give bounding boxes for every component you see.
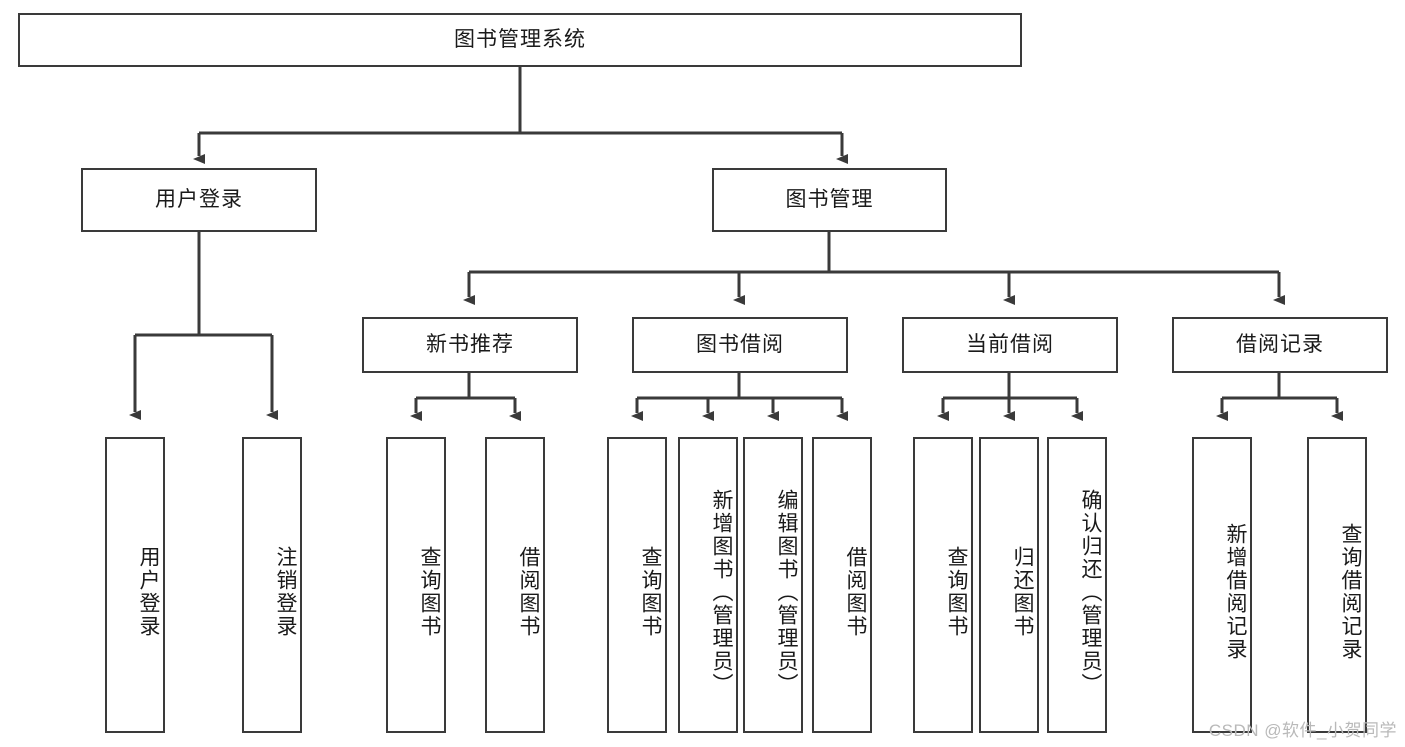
node-label: 归还图书 xyxy=(1011,546,1034,638)
node-book-management[interactable]: 图书管理 xyxy=(712,168,947,232)
node-label: 借阅图书 xyxy=(844,546,867,638)
node-leaf-add-book[interactable]: 新增图书（管理员） xyxy=(678,437,738,733)
node-label: 图书管理系统 xyxy=(454,28,586,52)
node-user-login[interactable]: 用户登录 xyxy=(81,168,317,232)
watermark: CSDN @软件_小贺同学 xyxy=(1208,721,1397,740)
node-leaf-query-record[interactable]: 查询借阅记录 xyxy=(1307,437,1367,733)
node-leaf-query-book-1[interactable]: 查询图书 xyxy=(386,437,446,733)
node-label: 用户登录 xyxy=(137,546,160,638)
node-label: 新增借阅记录 xyxy=(1224,523,1247,661)
node-label: 注销登录 xyxy=(274,546,297,638)
node-label: 当前借阅 xyxy=(966,333,1054,357)
node-label: 查询图书 xyxy=(418,546,441,638)
node-borrow-record[interactable]: 借阅记录 xyxy=(1172,317,1388,373)
node-label: 查询图书 xyxy=(639,546,662,638)
node-label: 图书管理 xyxy=(785,188,874,212)
node-label: 借阅记录 xyxy=(1236,333,1324,357)
node-current-borrow[interactable]: 当前借阅 xyxy=(902,317,1118,373)
node-leaf-confirm-return[interactable]: 确认归还（管理员） xyxy=(1047,437,1107,733)
node-leaf-logout-login[interactable]: 注销登录 xyxy=(242,437,302,733)
node-leaf-user-login[interactable]: 用户登录 xyxy=(105,437,165,733)
node-label: 查询图书 xyxy=(945,546,968,638)
node-root-system[interactable]: 图书管理系统 xyxy=(18,13,1022,67)
node-leaf-edit-book[interactable]: 编辑图书（管理员） xyxy=(743,437,803,733)
node-label: 查询借阅记录 xyxy=(1339,523,1362,661)
node-label: 用户登录 xyxy=(155,188,243,212)
node-leaf-borrow-book-2[interactable]: 借阅图书 xyxy=(812,437,872,733)
node-leaf-add-record[interactable]: 新增借阅记录 xyxy=(1192,437,1252,733)
node-leaf-query-book-3[interactable]: 查询图书 xyxy=(913,437,973,733)
node-label: 新书推荐 xyxy=(426,333,514,357)
node-leaf-return-book[interactable]: 归还图书 xyxy=(979,437,1039,733)
node-book-borrow[interactable]: 图书借阅 xyxy=(632,317,848,373)
node-new-book-recommend[interactable]: 新书推荐 xyxy=(362,317,578,373)
node-label: 编辑图书（管理员） xyxy=(775,488,798,696)
node-label: 确认归还（管理员） xyxy=(1079,488,1102,696)
node-label: 新增图书（管理员） xyxy=(710,488,733,696)
node-leaf-query-book-2[interactable]: 查询图书 xyxy=(607,437,667,733)
node-leaf-borrow-book-1[interactable]: 借阅图书 xyxy=(485,437,545,733)
node-label: 图书借阅 xyxy=(696,333,784,357)
node-label: 借阅图书 xyxy=(517,546,540,638)
